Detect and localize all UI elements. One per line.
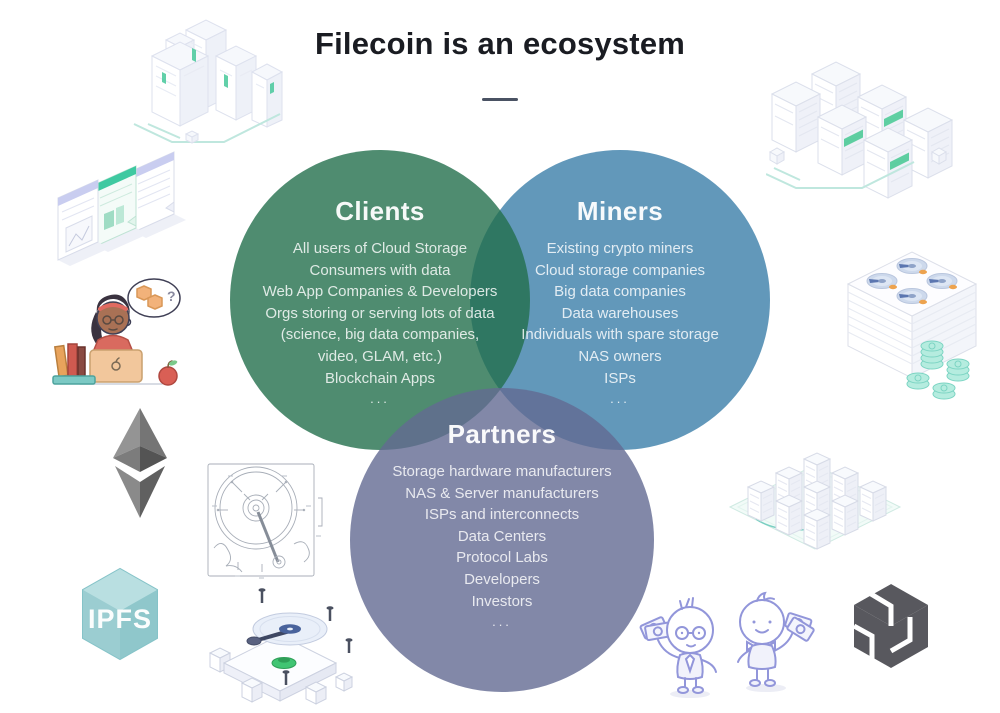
data-center-icon [728, 452, 902, 550]
venn-list-item: video, GLAM, etc.) [317, 347, 443, 365]
hdd-stack-with-coins-icon [846, 251, 978, 400]
server-racks-cluster-icon [766, 61, 953, 199]
venn-list-item: (science, big data companies, [280, 326, 480, 344]
characters-with-money-icon [639, 591, 815, 698]
venn-list-item: ... [610, 391, 630, 407]
venn-list-item: Developers [464, 570, 540, 588]
venn-list-item: Protocol Labs [456, 549, 548, 567]
venn-list-item: Consumers with data [309, 261, 451, 279]
venn-list-item: ... [492, 614, 512, 630]
venn-list-item: NAS & Server manufacturers [405, 484, 599, 502]
venn-list-item: ISPs [604, 369, 636, 387]
venn-list-item: Storage hardware manufacturers [392, 463, 612, 480]
venn-list-item: ... [370, 391, 390, 407]
clients-title: Clients [335, 196, 425, 226]
question-mark-text: ? [167, 288, 176, 304]
hdd-exploded-view-icon [208, 588, 354, 705]
partners-circle [350, 388, 654, 692]
venn-list-item: Big data companies [554, 283, 686, 301]
venn-list-item: Existing crypto miners [546, 240, 694, 257]
page-title: Filecoin is an ecosystem [314, 26, 686, 61]
venn-list-item: Data Centers [457, 527, 547, 545]
hdd-patent-drawing-icon [207, 463, 323, 579]
ethereum-logo-icon [113, 408, 167, 518]
venn-list-item: Blockchain Apps [324, 369, 436, 387]
venn-list-item: All users of Cloud Storage [292, 240, 468, 257]
venn-list-item: Cloud storage companies [534, 261, 706, 279]
miners-title: Miners [576, 196, 664, 226]
ipfs-label-text: IPFS [88, 604, 152, 634]
city-buildings-icon [133, 19, 284, 144]
venn-list-item: Individuals with spare storage [521, 326, 719, 344]
person-at-laptop-icon: ? [52, 278, 181, 386]
venn-list-item: Web App Companies & Developers [262, 283, 498, 301]
venn-list-item: Investors [471, 592, 533, 610]
venn-list-item: Orgs storing or serving lots of data [265, 304, 495, 322]
title-divider [482, 98, 518, 101]
venn-list-item: Data warehouses [561, 304, 679, 322]
venn-list-item: ISPs and interconnects [424, 506, 580, 524]
documents-stack-icon [57, 151, 186, 266]
venn-list-item: NAS owners [578, 347, 662, 365]
partners-title: Partners [447, 419, 557, 449]
dark-cube-logo-icon [852, 584, 928, 668]
ipfs-cube-logo-icon: IPFS [82, 567, 158, 661]
